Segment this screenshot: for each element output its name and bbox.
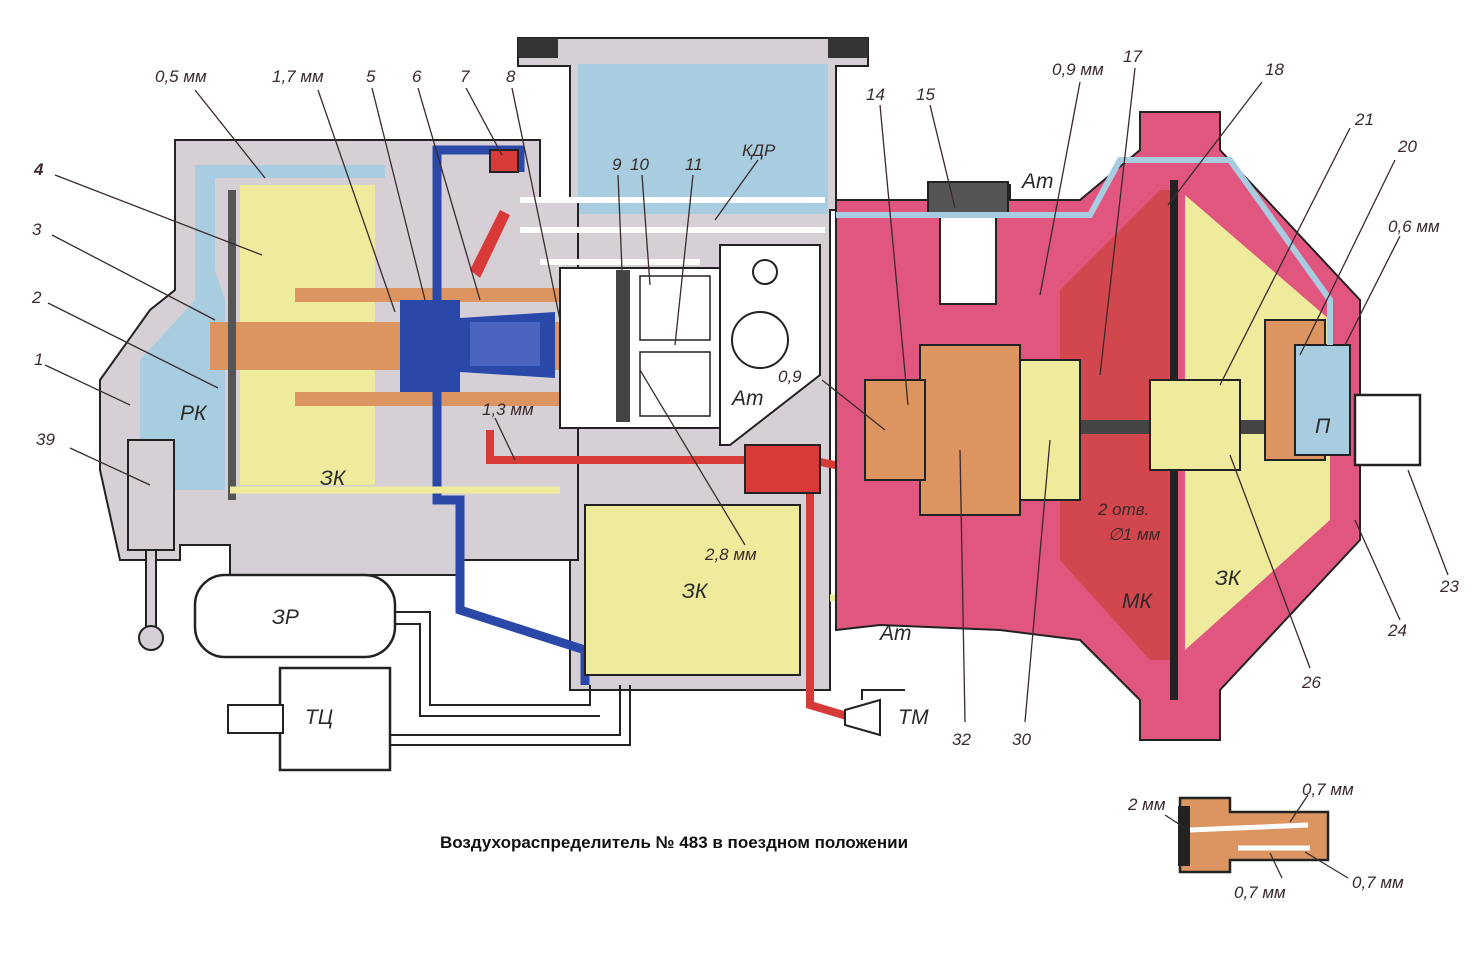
kdr-chamber xyxy=(578,64,828,214)
label-2-otv: 2 отв. xyxy=(1097,500,1149,519)
label-14: 14 xyxy=(866,85,885,104)
zr-pipe xyxy=(395,611,600,717)
label-8: 8 xyxy=(506,67,516,86)
zone-at-main: Ат xyxy=(730,387,764,410)
label-39: 39 xyxy=(36,430,55,449)
piston-block-mid xyxy=(1019,359,1081,501)
flange-left xyxy=(518,38,558,58)
inset-label-0-7mm-bottom-left: 0,7 мм xyxy=(1234,883,1286,902)
tc-cylinder xyxy=(278,666,392,772)
cover-23 xyxy=(1353,393,1422,467)
zone-at-bottom: Ат xyxy=(878,622,912,645)
zone-tc: ТЦ xyxy=(305,706,333,729)
inset-label-2mm: 2 мм xyxy=(1127,795,1166,814)
inset-body xyxy=(1178,796,1330,874)
blue-channel-top xyxy=(836,157,1333,345)
leader-lines xyxy=(44,67,1449,879)
inset-label-0-7mm-top: 0,7 мм xyxy=(1302,780,1354,799)
label-30: 30 xyxy=(1012,730,1031,749)
label-9: 9 xyxy=(612,155,622,174)
tc-pipe xyxy=(390,685,631,746)
label-21: 21 xyxy=(1354,110,1374,129)
tm-valve xyxy=(844,698,881,737)
label-24: 24 xyxy=(1387,621,1407,640)
valve-15-body xyxy=(939,213,997,305)
inset-part xyxy=(1178,796,1330,874)
label-0-6mm: 0,6 мм xyxy=(1388,217,1440,236)
piston-9 xyxy=(616,270,630,422)
part-labels: 4 3 2 1 39 0,5 мм 1,7 мм 5 6 7 8 9 10 11… xyxy=(31,47,1459,749)
label-10: 10 xyxy=(630,155,649,174)
label-32: 32 xyxy=(952,730,971,749)
main-diaphragm xyxy=(228,190,236,500)
label-11: 11 xyxy=(685,155,703,174)
at-ball xyxy=(731,311,789,369)
zone-zk-left: ЗК xyxy=(320,467,347,490)
label-0-9: 0,9 xyxy=(778,367,802,386)
tm-handle xyxy=(861,689,905,700)
zone-labels: РК ЗК ЗК ЗК КДР Ат Ат Ат МК П ЗР ТЦ ТМ xyxy=(180,141,1331,729)
flange-right xyxy=(828,38,868,58)
zone-p: П xyxy=(1315,415,1331,438)
valve-39-handle xyxy=(138,625,164,651)
piston-block-left xyxy=(919,344,1021,516)
label-3: 3 xyxy=(32,220,42,239)
magistral-part xyxy=(835,111,1422,741)
p-chamber xyxy=(1294,344,1351,456)
label-1mm: ∅1 мм xyxy=(1108,525,1161,544)
piston-block-right xyxy=(1149,379,1241,471)
red-lever xyxy=(470,210,510,278)
rk-chamber xyxy=(140,165,385,490)
label-15: 15 xyxy=(916,85,935,104)
diagram-caption: Воздухораспределитель № 483 в поездном п… xyxy=(440,833,908,852)
zk-middle-chamber xyxy=(584,504,801,676)
label-5: 5 xyxy=(366,67,376,86)
label-17: 17 xyxy=(1123,47,1142,66)
valve-39-stem xyxy=(145,549,157,631)
zone-kdr: КДР xyxy=(742,141,776,160)
label-18: 18 xyxy=(1265,60,1284,79)
label-2-8mm: 2,8 мм xyxy=(704,545,757,564)
label-0-5mm: 0,5 мм xyxy=(155,67,207,86)
inset-labels: 2 мм 0,7 мм 0,7 мм 0,7 мм xyxy=(1127,780,1404,902)
inset-cap xyxy=(1178,806,1190,866)
main-part xyxy=(99,37,1091,724)
zone-tm: ТМ xyxy=(898,706,929,729)
zone-zr: ЗР xyxy=(272,606,299,629)
label-0-9mm: 0,9 мм xyxy=(1052,60,1104,79)
label-6: 6 xyxy=(412,67,422,86)
at-hole xyxy=(752,259,778,285)
label-1: 1 xyxy=(34,350,43,369)
zone-at-top: Ат xyxy=(1020,170,1054,193)
valve-39-body xyxy=(127,439,175,551)
zone-zk-right: ЗК xyxy=(1215,567,1242,590)
filter xyxy=(744,444,821,494)
tc-rod xyxy=(227,704,284,734)
inset-label-0-7mm-bottom-right: 0,7 мм xyxy=(1352,873,1404,892)
label-20: 20 xyxy=(1397,137,1417,156)
valve-spring xyxy=(470,322,540,366)
label-2: 2 xyxy=(31,288,42,307)
label-7: 7 xyxy=(460,67,470,86)
zone-mk: МК xyxy=(1122,590,1153,613)
label-1-7mm: 1,7 мм xyxy=(272,67,324,86)
left-valve-14 xyxy=(864,379,926,481)
zr-reservoir xyxy=(193,573,397,659)
label-26: 26 xyxy=(1301,673,1321,692)
zone-zk-middle: ЗК xyxy=(682,580,709,603)
label-4: 4 xyxy=(33,160,44,179)
inset-channel-upper xyxy=(1189,822,1309,833)
cap-7 xyxy=(489,149,519,173)
white-channel-top xyxy=(520,197,825,265)
piston-10 xyxy=(639,275,711,341)
zone-rk: РК xyxy=(180,402,208,425)
reservoirs xyxy=(193,573,905,772)
label-23: 23 xyxy=(1439,577,1459,596)
valve-15 xyxy=(927,181,1009,215)
label-1-3mm: 1,3 мм xyxy=(482,400,534,419)
piston-11 xyxy=(639,351,711,417)
